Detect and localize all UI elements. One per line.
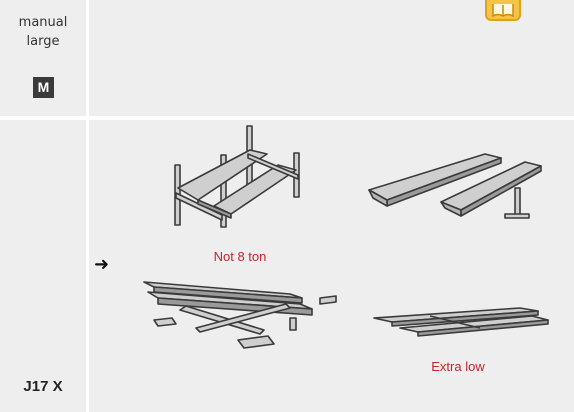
category-label-line1: manual bbox=[18, 15, 68, 30]
runway-lift-image bbox=[368, 153, 542, 219]
caption-not-8-ton: Not 8 ton bbox=[213, 249, 267, 264]
category-badge: M bbox=[33, 77, 54, 98]
category-label-line2: large bbox=[26, 34, 60, 49]
four-post-lift-image bbox=[174, 125, 300, 228]
low-profile-lift-image bbox=[373, 307, 549, 337]
model-name: J17 X bbox=[23, 378, 63, 395]
images-cell bbox=[89, 120, 574, 412]
arrow-right-icon: ➜ bbox=[94, 254, 110, 274]
scissor-lift-image bbox=[143, 281, 337, 349]
book-icon[interactable] bbox=[485, 0, 521, 22]
category-cell: manual large M bbox=[0, 0, 86, 116]
caption-extra-low: Extra low bbox=[431, 359, 485, 374]
model-cell: J17 X bbox=[0, 120, 86, 412]
